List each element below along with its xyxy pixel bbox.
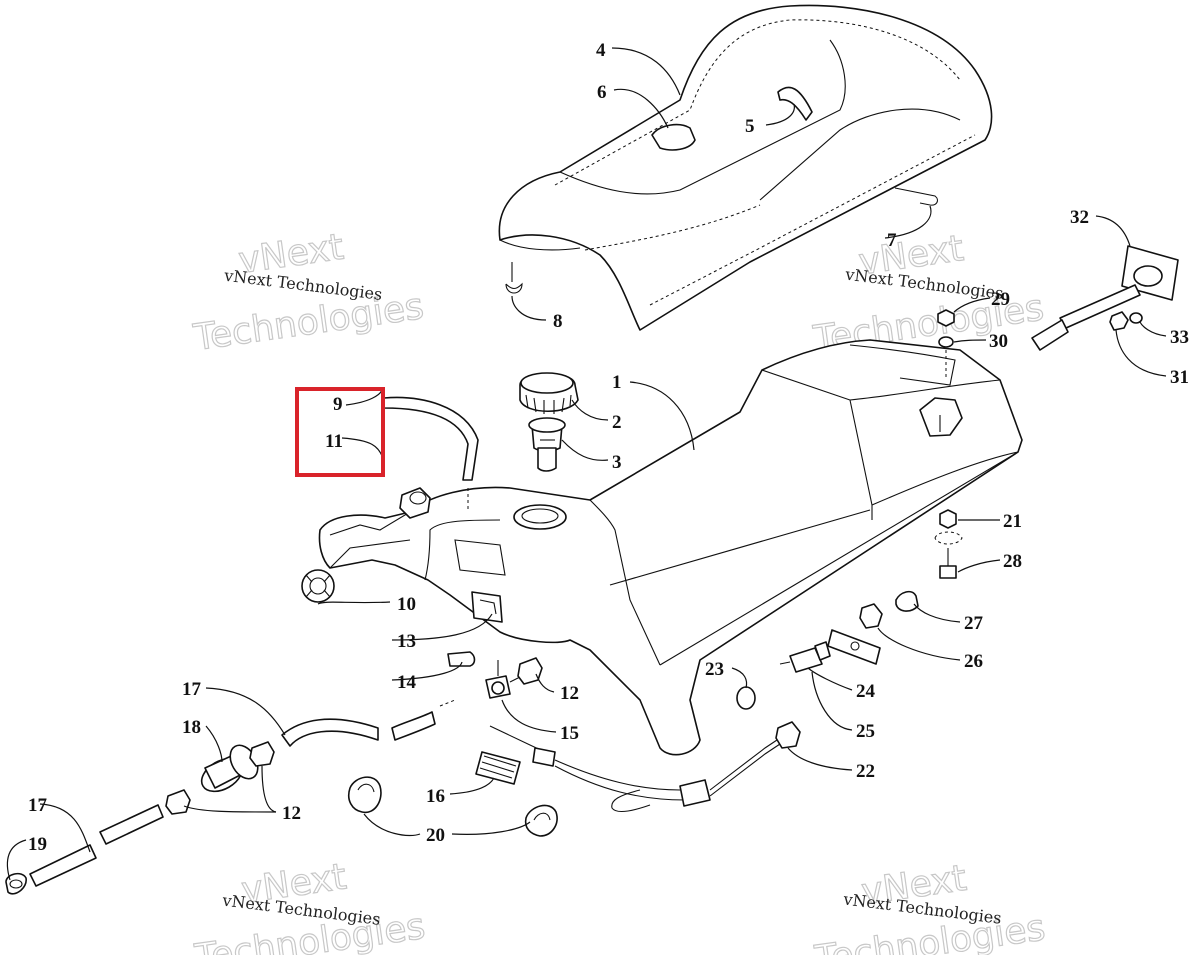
callout-17-upper: 17: [182, 679, 202, 700]
clamp-19-part: [5, 872, 27, 895]
spring-part: [475, 751, 521, 785]
callout-19: 19: [28, 834, 47, 855]
callout-1: 1: [612, 372, 622, 393]
callout-12-filter: 12: [282, 803, 301, 824]
seat-part: [498, 4, 993, 331]
callout-21: 21: [1003, 511, 1022, 532]
throttle-cable-part: [489, 725, 781, 813]
callout-29: 29: [991, 289, 1010, 310]
fuel-cap-part: [519, 372, 579, 414]
hose-clamp-lower-part: [165, 789, 191, 815]
callout-32: 32: [1070, 207, 1089, 228]
vent-hose-part: [383, 396, 479, 510]
washer-30-part: [938, 336, 954, 380]
hose-clamp-part: [517, 657, 543, 685]
callout-15: 15: [560, 723, 579, 744]
fuel-valve-part: [485, 660, 523, 699]
nut-21-part: [934, 509, 963, 545]
callout-5: 5: [745, 116, 755, 137]
switch-25-part: [779, 641, 831, 673]
callout-30: 30: [989, 331, 1008, 352]
callout-3: 3: [612, 452, 622, 473]
callout-12-valve: 12: [560, 683, 579, 704]
callout-17-lower: 17: [28, 795, 48, 816]
bracket-24-part: [827, 629, 881, 665]
fitting-11-part: [399, 487, 431, 519]
callout-31: 31: [1170, 367, 1189, 388]
callout-18: 18: [182, 717, 201, 738]
callout-27: 27: [964, 613, 984, 634]
callout-9: 9: [333, 394, 343, 415]
nut-31-part: [1109, 311, 1129, 331]
callout-14: 14: [397, 672, 417, 693]
nut-29-part: [937, 309, 955, 327]
callout-16: 16: [426, 786, 445, 807]
highlight-box: [295, 387, 385, 477]
callout-33: 33: [1170, 327, 1189, 348]
callout-4: 4: [596, 40, 606, 61]
callout-24: 24: [856, 681, 876, 702]
fuel-line-upper-part: [281, 699, 456, 747]
callout-labels: 1 2 3 4 5 6 7 8 9 10 11 12 12 12 13 14 1…: [28, 40, 1189, 855]
bolt-28-part: [939, 548, 957, 579]
grommet-23-part: [736, 686, 756, 710]
fuel-gauge-part: [528, 417, 566, 472]
fuel-line-lower-part: [29, 804, 164, 887]
callout-28: 28: [1003, 551, 1022, 572]
callout-6: 6: [597, 82, 607, 103]
callout-20: 20: [426, 825, 445, 846]
callout-11: 11: [325, 431, 343, 452]
bushing-22-part: [775, 721, 801, 749]
callout-26: 26: [964, 651, 983, 672]
nut-26-part: [859, 603, 883, 629]
callout-25: 25: [856, 721, 875, 742]
hose-clamp-upper-part: [249, 741, 275, 767]
leader-lines: [6, 47, 1167, 881]
callout-7: 7: [887, 230, 897, 251]
washer-33-part: [1129, 312, 1143, 324]
fuel-tank-base-part: [318, 339, 1023, 756]
callout-8: 8: [553, 311, 563, 332]
cable-clip-left-part: [347, 776, 382, 814]
callout-23: 23: [705, 659, 724, 680]
cap-27-part: [895, 590, 919, 612]
callout-13: 13: [397, 631, 416, 652]
grommet-part: [301, 569, 335, 603]
clip-14-part: [447, 651, 476, 667]
callout-10: 10: [397, 594, 416, 615]
callout-2: 2: [612, 412, 622, 433]
watermark-word-technologies: Technologies: [190, 286, 426, 359]
cable-clip-right-part: [524, 804, 558, 837]
key-switch-32-part: [1031, 245, 1179, 351]
callout-22: 22: [856, 761, 875, 782]
